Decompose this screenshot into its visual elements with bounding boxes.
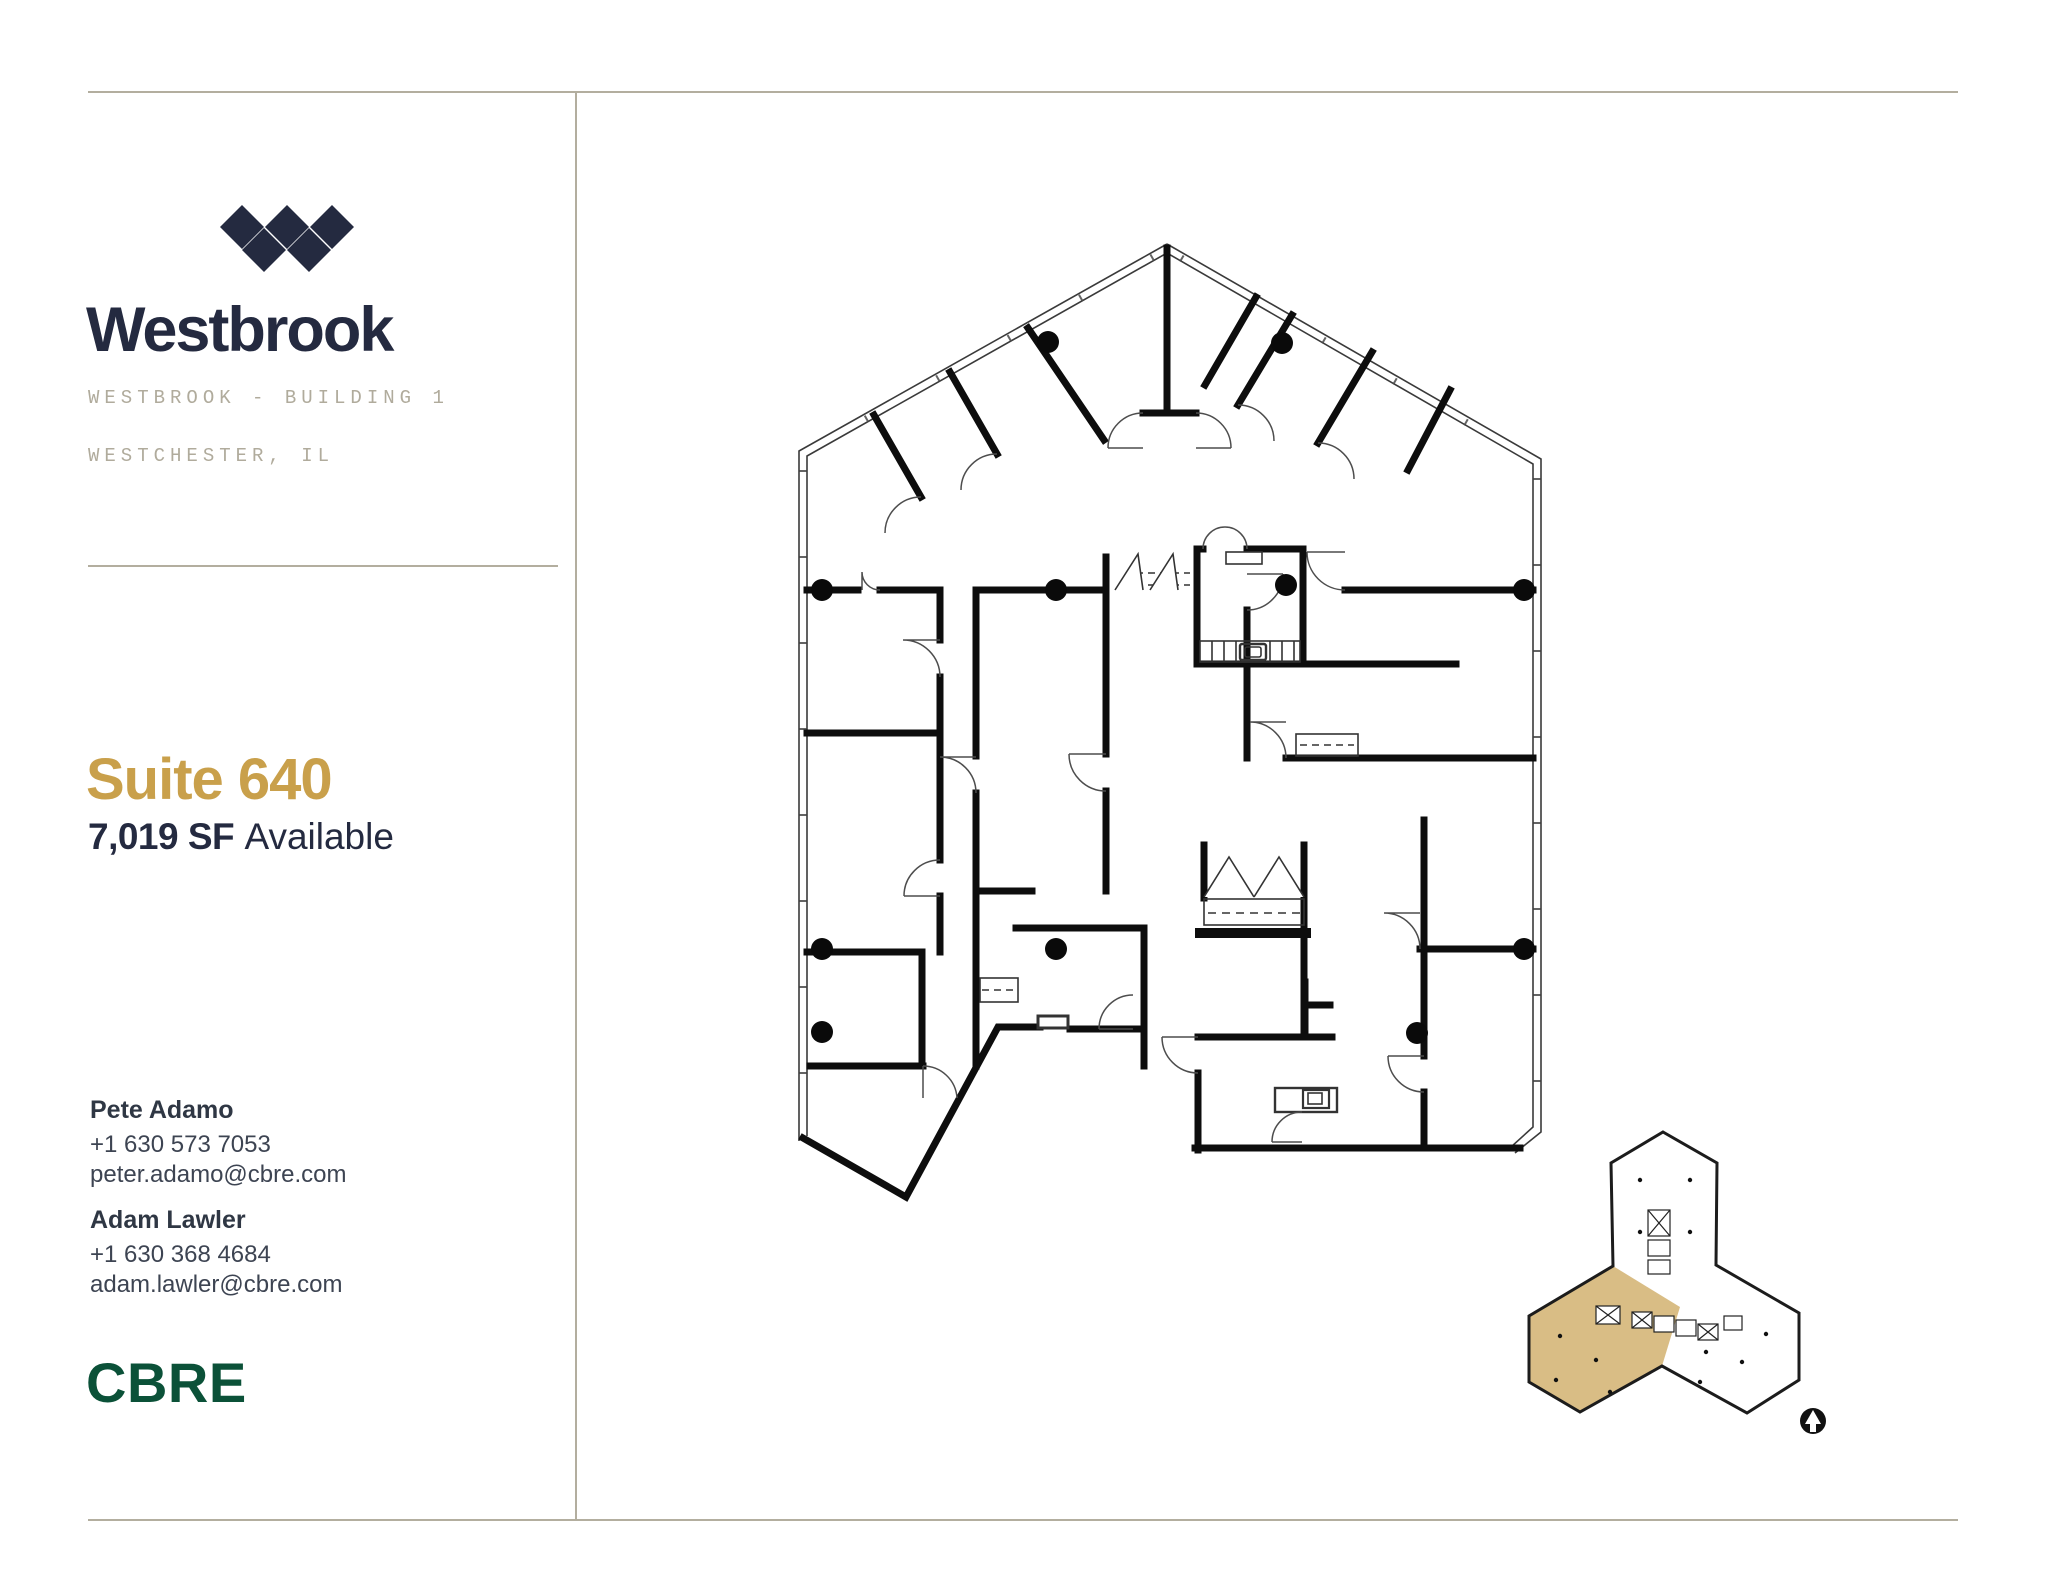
plan-columns: [811, 331, 1535, 1044]
suite-title: Suite 640: [86, 747, 333, 812]
key-plan-core: [1595, 1209, 1743, 1341]
contact-card: Adam Lawler +1 630 368 4684 adam.lawler@…: [90, 1206, 510, 1300]
contact-email[interactable]: adam.lawler@cbre.com: [90, 1271, 343, 1298]
key-plan: [1527, 1130, 1826, 1434]
brand-wordmark: Westbrook: [86, 295, 394, 365]
contact-card: Pete Adamo +1 630 573 7053 peter.adamo@c…: [90, 1096, 510, 1190]
plan-walls: [798, 244, 1537, 1202]
plan-outer-shell: [798, 243, 1542, 1154]
suite-highlight: [1529, 1266, 1680, 1412]
plan-door-arcs: [861, 404, 1425, 1143]
contact-name: Adam Lawler: [90, 1206, 246, 1234]
plan-fixtures: [979, 551, 1359, 1114]
contact-email[interactable]: peter.adamo@cbre.com: [90, 1161, 347, 1188]
property-line1: WESTBROOK - BUILDING 1: [88, 387, 449, 409]
cbre-logo: CBRE: [86, 1351, 247, 1414]
north-arrow-icon: [1800, 1408, 1826, 1434]
bottom-rule: [88, 1519, 1958, 1521]
logo-block-divider: [88, 565, 558, 567]
westbrook-diamonds-icon: [220, 205, 354, 272]
contact-phone[interactable]: +1 630 368 4684: [90, 1241, 271, 1268]
key-plan-columns: [1553, 1177, 1769, 1395]
vertical-divider: [575, 92, 577, 1520]
availability-label: Available: [244, 816, 394, 857]
contact-name: Pete Adamo: [90, 1096, 234, 1124]
contact-phone[interactable]: +1 630 573 7053: [90, 1131, 271, 1158]
area-value: 7,019 SF: [88, 816, 235, 857]
top-rule: [88, 91, 1958, 93]
availability-line: 7,019 SF Available: [88, 816, 394, 858]
property-address: WESTBROOK - BUILDING 1 WESTCHESTER, IL: [88, 384, 449, 471]
property-line2: WESTCHESTER, IL: [88, 445, 335, 467]
